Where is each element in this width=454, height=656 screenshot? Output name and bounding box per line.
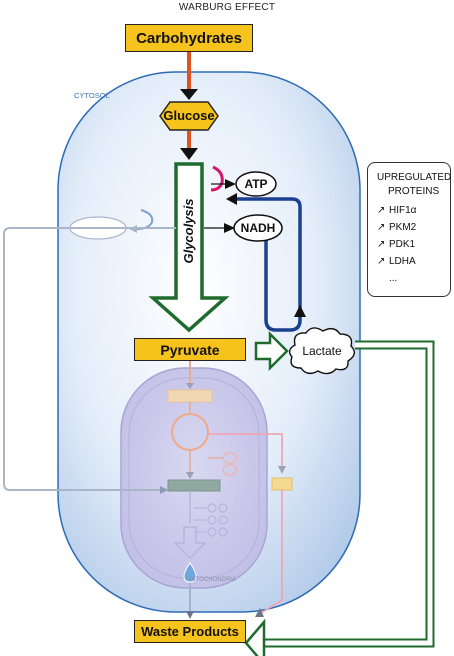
protein-item: ↗HIF1α — [377, 202, 450, 219]
mitochondrion — [120, 367, 268, 589]
atp-node — [235, 171, 277, 197]
glucose-to-glycolysis-arrowhead — [180, 148, 198, 160]
mitochondria-label: MITOCHONDRIA — [189, 577, 236, 583]
cytosol-label: CYTOSOL — [74, 91, 110, 100]
etc-product-1 — [207, 503, 217, 513]
pyruvate-box: Pyruvate — [134, 338, 246, 361]
side-box-to-waste-arrowhead — [255, 608, 264, 617]
up-arrow-icon: ↗ — [377, 205, 386, 216]
etc-product-4 — [218, 503, 228, 513]
etc-product-5 — [218, 515, 228, 525]
lactate-to-nadh-arrowhead — [294, 305, 306, 317]
upregulated-proteins-box: UPREGULATED PROTEINS ↗HIF1α ↗PKM2 ↗PDK1 … — [367, 162, 451, 297]
waste-products-arrowhead — [244, 618, 266, 656]
waste-products-box: Waste Products — [134, 620, 246, 643]
lactate-cloud — [288, 327, 356, 375]
cycle-to-side-box-path — [208, 433, 283, 468]
nadh-label: NADH — [240, 221, 276, 235]
regulator-to-mitochondria-line — [3, 227, 176, 491]
water-drop — [183, 562, 197, 583]
etc-product-6 — [218, 527, 228, 537]
protein-item-ellipsis: ... — [377, 270, 450, 287]
nadh-node — [233, 214, 283, 242]
nadh-to-glycolysis-arrowhead — [224, 223, 235, 233]
protein-item: ↗LDHA — [377, 253, 450, 270]
glycolysis-label: Glycolysis — [181, 198, 196, 264]
atp-pointer-arrowhead — [225, 179, 236, 189]
cycle-side-ellipse-1 — [222, 452, 238, 464]
protein-name: PKM2 — [389, 222, 417, 233]
mito-entry-box — [167, 389, 213, 403]
glucose-label: Glucose — [163, 108, 215, 123]
lactate-export-path-inner — [262, 342, 433, 646]
protein-name: HIF1α — [389, 205, 417, 216]
protein-ellipsis: ... — [389, 273, 398, 284]
up-arrow-icon: ↗ — [377, 222, 386, 233]
etc-product-2 — [207, 515, 217, 525]
side-metabolite-box — [271, 477, 293, 491]
up-arrow-icon: ↗ — [377, 239, 386, 250]
glucose-hexagon — [159, 101, 219, 131]
lactate-label: Lactate — [302, 344, 342, 358]
side-box-to-waste-path — [260, 490, 283, 614]
carbohydrates-to-glucose-arrowhead — [180, 89, 198, 100]
etc-product-3 — [207, 527, 217, 537]
glycolysis-arrow — [148, 162, 230, 333]
electron-transport-box — [167, 479, 221, 492]
atp-label: ATP — [244, 177, 268, 191]
protein-name: LDHA — [389, 256, 416, 267]
mito-output-hollow-arrow — [173, 526, 207, 560]
cycle-side-ellipse-2 — [222, 464, 238, 476]
protein-name: PDK1 — [389, 239, 416, 250]
pyruvate-to-mito-arrowhead — [186, 383, 194, 389]
cycle-to-branch-arrowhead — [186, 472, 194, 479]
mito-to-waste-arrowhead — [186, 611, 194, 619]
upregulated-heading-line2: PROTEINS — [388, 186, 440, 197]
nadh-loop-arrowhead — [226, 193, 237, 205]
pyruvate-to-lactate-arrow — [254, 330, 289, 372]
nadh-regeneration-loop — [236, 197, 302, 332]
regulator-to-mitochondria-arrowhead — [160, 486, 168, 494]
carbohydrates-box: Carbohydrates — [125, 24, 253, 52]
cycle-to-side-box-arrowhead — [278, 466, 286, 474]
upregulated-heading-line1: UPREGULATED — [377, 172, 452, 183]
protein-item: ↗PDK1 — [377, 236, 450, 253]
atp-branch-arc — [210, 165, 224, 192]
protein-item: ↗PKM2 — [377, 219, 450, 236]
diagram-title: WARBURG EFFECT — [178, 2, 276, 13]
up-arrow-icon: ↗ — [377, 256, 386, 267]
